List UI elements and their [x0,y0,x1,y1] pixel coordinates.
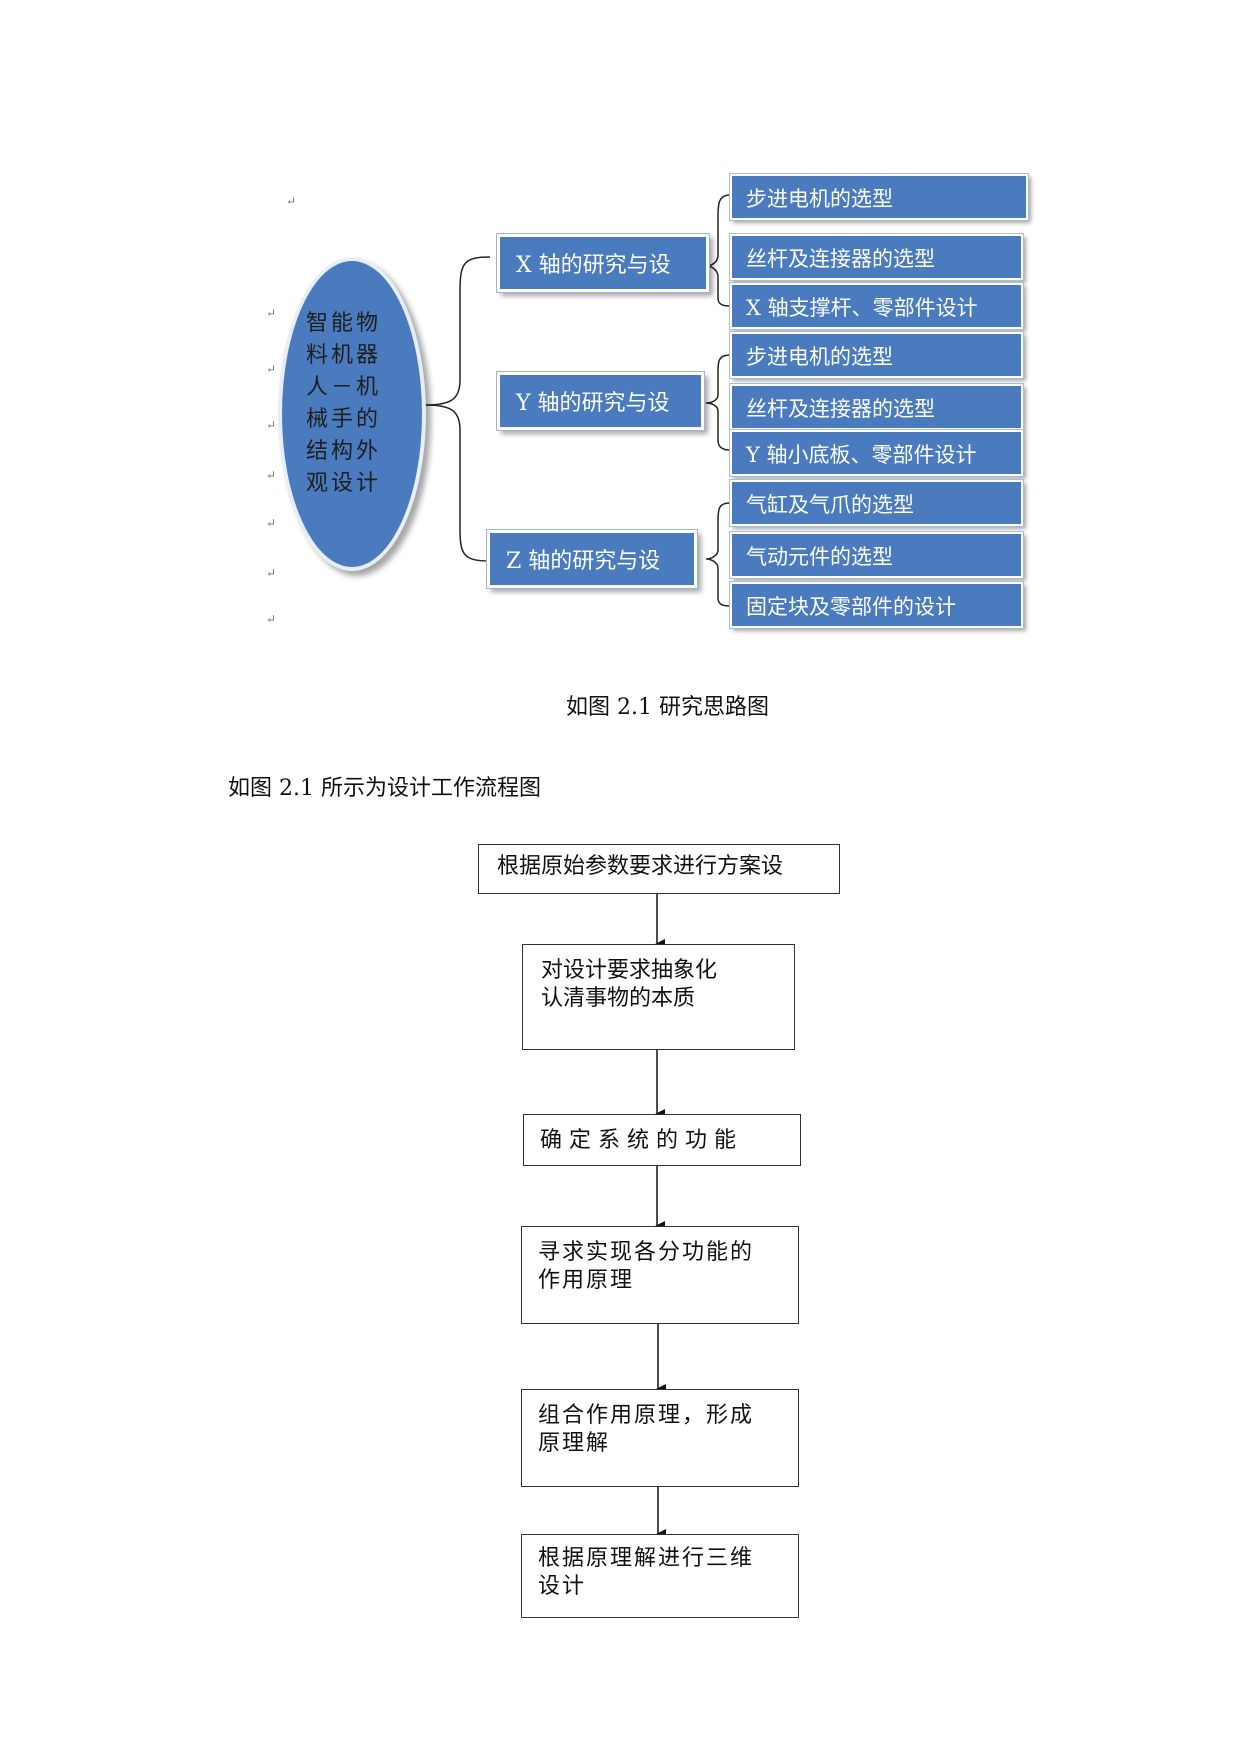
flow-step-5-line1: 组合作用原理，形成 [538,1403,755,1428]
paragraph-mark-icon: ↵ [286,194,297,208]
flow-step-2-line1: 对设计要求抽象化 [541,958,718,983]
leaf-node-x-3: X 轴支撑杆、零部件设计 [729,282,1024,330]
paragraph-mark-icon: ↵ [266,418,277,432]
paragraph-mark-icon: ↵ [266,468,277,482]
flow-step-6: 根据原理解进行三维 设计 [521,1534,799,1618]
paragraph-mark-icon: ↵ [266,306,277,320]
paragraph-mark-icon: ↵ [266,516,277,530]
figure-caption: 如图 2.1 研究思路图 [566,695,769,720]
leaf-node-x-1: 步进电机的选型 [729,173,1029,221]
flow-step-1: 根据原始参数要求进行方案设 [478,844,840,894]
axis-node-z: Z 轴的研究与设 [486,529,698,589]
paragraph-mark-icon: ↵ [266,362,277,376]
flow-step-6-line1: 根据原理解进行三维 [538,1546,755,1571]
flow-step-4-line1: 寻求实现各分功能的 [538,1240,755,1265]
mindmap-root-label: 智能物料机器人－机械手的结构外观设计 [306,311,382,496]
paragraph-mark-icon: ↵ [266,566,277,580]
flow-step-6-line2: 设计 [538,1574,587,1599]
leaf-node-x-2: 丝杆及连接器的选型 [729,233,1024,281]
leaf-node-y-3: Y 轴小底板、零部件设计 [729,429,1024,477]
flow-step-3-text: 确 定 系 统 的 功 能 [540,1128,736,1153]
flow-step-5: 组合作用原理，形成 原理解 [521,1389,799,1487]
flow-step-1-text: 根据原始参数要求进行方案设 [497,854,784,879]
flow-step-2: 对设计要求抽象化 认清事物的本质 [522,944,795,1050]
mindmap-root-ellipse [278,257,426,571]
paragraph-mark-icon: ↵ [266,612,277,626]
leaf-node-y-2: 丝杆及连接器的选型 [729,383,1024,431]
flow-step-4-line2: 作用原理 [538,1268,635,1293]
flow-step-2-line2: 认清事物的本质 [541,986,696,1011]
flow-step-3: 确 定 系 统 的 功 能 [523,1114,801,1166]
flow-step-5-line2: 原理解 [538,1431,611,1456]
axis-node-x: X 轴的研究与设 [496,233,710,293]
leaf-node-z-2: 气动元件的选型 [729,531,1024,579]
flow-step-4: 寻求实现各分功能的 作用原理 [521,1226,799,1324]
intro-paragraph: 如图 2.1 所示为设计工作流程图 [228,776,541,801]
leaf-node-z-3: 固定块及零部件的设计 [729,581,1024,629]
axis-node-y: Y 轴的研究与设 [496,371,705,431]
leaf-node-z-1: 气缸及气爪的选型 [729,479,1024,527]
leaf-node-y-1: 步进电机的选型 [729,331,1024,379]
